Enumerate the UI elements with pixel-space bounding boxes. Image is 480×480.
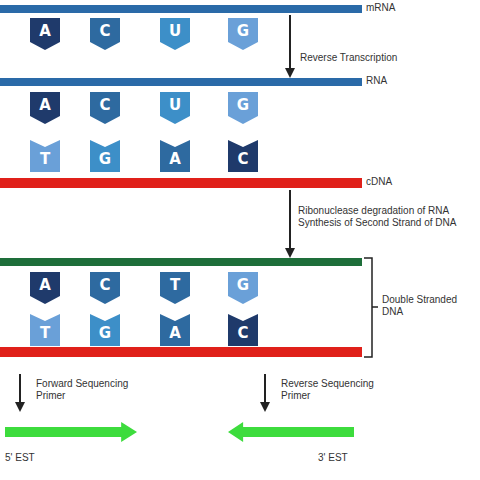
nucleotide: T — [160, 272, 190, 304]
strand-bar: Double Stranded DNA — [0, 258, 362, 266]
base-letter: G — [237, 25, 249, 37]
nucleotide: C — [228, 314, 258, 346]
base-letter: C — [237, 327, 248, 339]
strand-label: 5' EST — [5, 452, 65, 464]
strand-label: cDNA — [366, 176, 426, 188]
base-letter: A — [169, 327, 181, 339]
strand-bar: RNA — [0, 78, 362, 86]
est-arrow: 3' EST — [228, 422, 354, 442]
base-letter: G — [237, 99, 249, 111]
base-letter: A — [39, 99, 51, 111]
strand-bar: mRNA — [0, 5, 362, 13]
base-letter: T — [170, 279, 180, 291]
nucleotide: C — [90, 272, 120, 304]
primer-label: Forward Sequencing Primer — [36, 378, 146, 402]
arrow-shape — [228, 422, 354, 442]
process-arrow — [289, 15, 291, 76]
nucleotide: A — [160, 140, 190, 172]
step-label: Ribonuclease degradation of RNA Synthesi… — [298, 205, 476, 229]
base-letter: A — [39, 25, 51, 37]
strand-label: RNA — [366, 75, 426, 87]
nucleotide: U — [160, 92, 190, 124]
base-letter: A — [169, 153, 181, 165]
nucleotide: C — [90, 18, 120, 50]
nucleotide: C — [90, 92, 120, 124]
bracket — [364, 258, 378, 357]
nucleotide: G — [228, 92, 258, 124]
base-letter: C — [99, 279, 110, 291]
est-arrow: 5' EST — [5, 422, 137, 442]
bottom-dna-strand — [0, 347, 362, 357]
nucleotide: G — [228, 272, 258, 304]
nucleotide: U — [160, 18, 190, 50]
nucleotide: T — [30, 314, 60, 346]
base-letter: G — [99, 327, 111, 339]
base-letter: T — [40, 153, 50, 165]
strand-label: 3' EST — [318, 452, 378, 464]
base-letter: C — [237, 153, 248, 165]
nucleotide: A — [160, 314, 190, 346]
base-letter: A — [39, 279, 51, 291]
nucleotide: A — [30, 272, 60, 304]
process-arrow — [289, 190, 291, 256]
arrow-shape — [5, 422, 137, 442]
base-letter: C — [99, 99, 110, 111]
nucleotide: A — [30, 18, 60, 50]
step-label: Reverse Transcription — [300, 52, 430, 64]
primer-arrow — [19, 374, 21, 410]
base-letter: G — [237, 279, 249, 291]
base-letter: C — [99, 25, 110, 37]
primer-arrow — [264, 374, 266, 410]
nucleotide: G — [90, 140, 120, 172]
nucleotide: C — [228, 140, 258, 172]
base-letter: T — [40, 327, 50, 339]
primer-label: Reverse Sequencing Primer — [281, 378, 391, 402]
nucleotide: G — [90, 314, 120, 346]
base-letter: U — [169, 25, 181, 37]
strand-label: Double Stranded DNA — [382, 294, 462, 318]
base-letter: U — [169, 99, 181, 111]
base-letter: G — [99, 153, 111, 165]
strand-bar: cDNA — [0, 178, 362, 188]
nucleotide: A — [30, 92, 60, 124]
nucleotide: T — [30, 140, 60, 172]
strand-label: mRNA — [366, 2, 426, 14]
nucleotide: G — [228, 18, 258, 50]
